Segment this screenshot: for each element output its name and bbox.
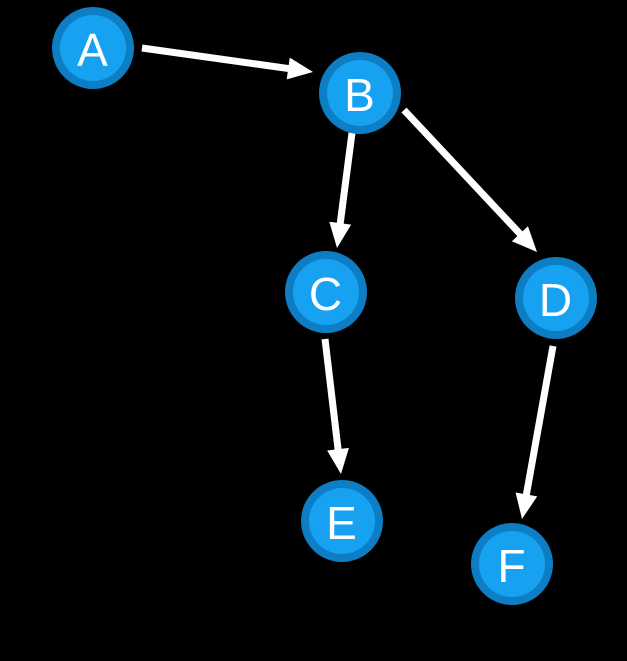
node-label: C — [309, 268, 343, 320]
node-body — [523, 265, 589, 331]
node-C[interactable]: C — [285, 251, 367, 333]
edge-B-C — [329, 132, 356, 248]
node-label: F — [497, 540, 526, 592]
arrowhead-icon — [515, 492, 538, 519]
arrowhead-icon — [327, 447, 349, 474]
node-label: B — [344, 69, 376, 121]
node-body — [60, 15, 126, 81]
arrowhead-icon — [286, 57, 313, 80]
node-A[interactable]: A — [52, 7, 134, 89]
node-F[interactable]: F — [471, 523, 553, 605]
node-body — [293, 259, 359, 325]
node-label: D — [539, 274, 573, 326]
node-body — [327, 60, 393, 126]
arrowhead-icon — [329, 221, 352, 248]
node-label: A — [77, 24, 109, 76]
node-body — [479, 531, 545, 597]
edge-A-B — [141, 44, 313, 80]
edge-D-F — [515, 345, 557, 519]
arrowhead-icon — [511, 226, 537, 252]
edge-B-D — [401, 107, 537, 252]
edge-C-E — [321, 338, 349, 474]
node-E[interactable]: E — [301, 480, 383, 562]
node-label: E — [326, 497, 358, 549]
node-D[interactable]: D — [515, 257, 597, 339]
node-body — [309, 488, 375, 554]
node-B[interactable]: B — [319, 52, 401, 134]
